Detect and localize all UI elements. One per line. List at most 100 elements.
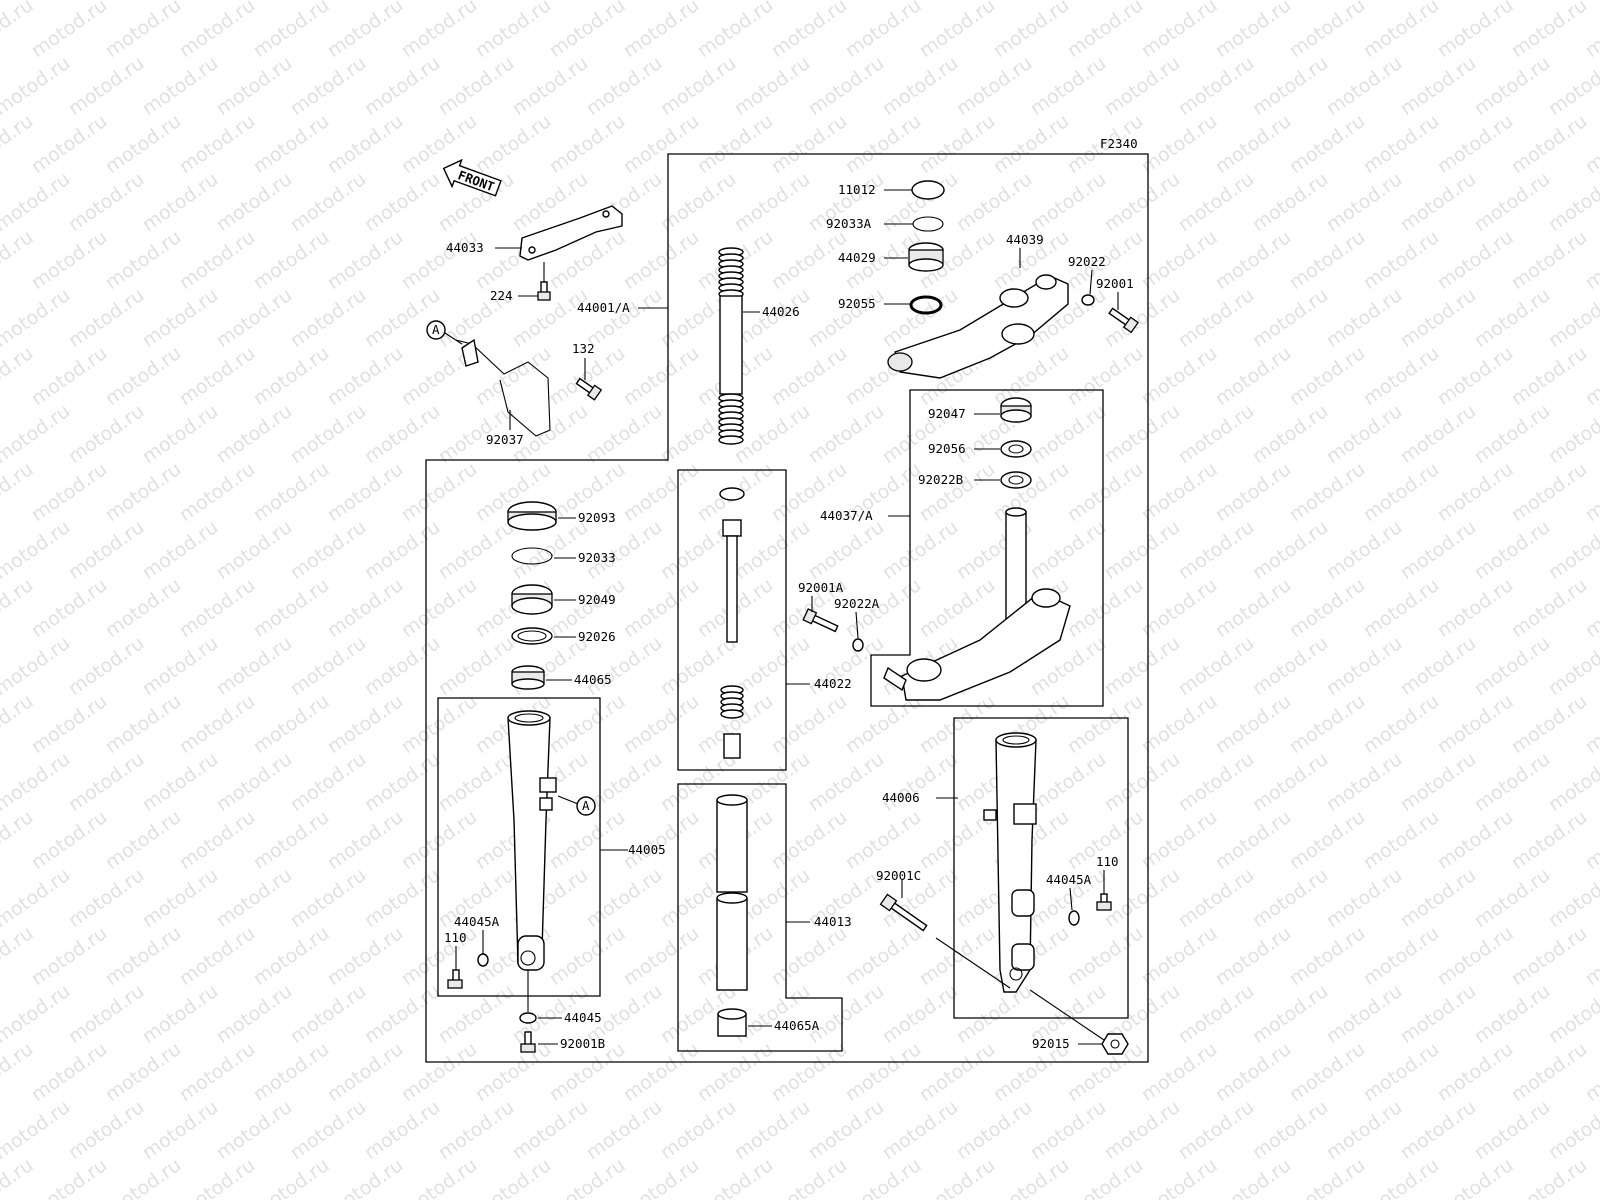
label-44039: 44039 [1006, 232, 1044, 247]
part-92001a-bolt [802, 608, 839, 633]
watermark-text: motod.ru [619, 226, 703, 294]
watermark-text: motod.ru [878, 0, 962, 4]
part-132-bolt [575, 377, 603, 401]
part-44022-damper-rod [719, 487, 745, 759]
part-92026-washer [511, 627, 553, 645]
watermark-text: motod.ru [1248, 52, 1332, 120]
label-110-right: 110 [1096, 854, 1119, 869]
label-92015: 92015 [1032, 1036, 1070, 1051]
watermark-text: motod.ru [1100, 516, 1184, 584]
watermark-text: motod.ru [1248, 284, 1332, 352]
watermark-text: motod.ru [1285, 0, 1369, 62]
watermark-text: motod.ru [1544, 400, 1600, 468]
watermark-text: motod.ru [64, 864, 148, 932]
leader-44045a-right [1069, 887, 1073, 911]
watermark-text: motod.ru [878, 980, 962, 1048]
watermark-text: motod.ru [101, 806, 185, 874]
watermark-text: motod.ru [27, 1038, 111, 1106]
watermark-text: motod.ru [1433, 1154, 1517, 1200]
watermark-text: motod.ru [1470, 864, 1554, 932]
label-92022b: 92022B [918, 472, 963, 487]
watermark-text: motod.ru [101, 226, 185, 294]
watermark-text: motod.ru [1470, 0, 1554, 4]
label-92001c: 92001C [876, 868, 921, 883]
watermark-text: motod.ru [1396, 1096, 1480, 1164]
watermark-text: motod.ru [360, 980, 444, 1048]
label-44045a-right: 44045A [1046, 872, 1092, 887]
watermark-text: motod.ru [1211, 922, 1295, 990]
watermark-text: motod.ru [1026, 1096, 1110, 1164]
watermark-text: motod.ru [286, 980, 370, 1048]
watermark-text: motod.ru [1507, 0, 1591, 62]
watermark-text: motod.ru [286, 400, 370, 468]
watermark-text: motod.ru [212, 284, 296, 352]
watermark-text: motod.ru [730, 516, 814, 584]
watermark-text: motod.ru [1285, 110, 1369, 178]
part-92015-nut [1101, 1033, 1129, 1055]
watermark-text: motod.ru [1470, 168, 1554, 236]
watermark-text: motod.ru [767, 342, 851, 410]
watermark-text: motod.ru [1026, 52, 1110, 120]
watermark-text: motod.ru [508, 1096, 592, 1164]
watermark-text: motod.ru [619, 690, 703, 758]
watermark-text: motod.ru [27, 806, 111, 874]
watermark-text: motod.ru [397, 806, 481, 874]
watermark-text: motod.ru [64, 632, 148, 700]
watermark-text: motod.ru [1174, 632, 1258, 700]
watermark-text: motod.ru [1063, 458, 1147, 526]
watermark-text: motod.ru [1248, 748, 1332, 816]
watermark-text: motod.ru [0, 168, 74, 236]
watermark-text: motod.ru [397, 922, 481, 990]
watermark-text: motod.ru [1026, 400, 1110, 468]
watermark-text: motod.ru [1248, 0, 1332, 4]
watermark-text: motod.ru [397, 574, 481, 642]
watermark-text: motod.ru [1100, 632, 1184, 700]
watermark-text: motod.ru [1433, 574, 1517, 642]
watermark-text: motod.ru [767, 806, 851, 874]
watermark-text: motod.ru [0, 748, 74, 816]
label-92033a: 92033A [826, 216, 872, 231]
label-44001a: 44001/A [577, 300, 630, 315]
watermark-text: motod.ru [582, 52, 666, 120]
watermark-text: motod.ru [212, 632, 296, 700]
watermark-text: motod.ru [1359, 342, 1443, 410]
watermark-text: motod.ru [952, 1096, 1036, 1164]
watermark-text: motod.ru [841, 806, 925, 874]
watermark-text: motod.ru [1396, 748, 1480, 816]
watermark-text: motod.ru [1285, 922, 1369, 990]
label-44037a: 44037/A [820, 508, 873, 523]
watermark-text: motod.ru [323, 110, 407, 178]
label-92056: 92056 [928, 441, 966, 456]
watermark-text: motod.ru [1507, 110, 1591, 178]
watermark-text: motod.ru [1211, 806, 1295, 874]
label-44065a: 44065A [774, 1018, 820, 1033]
watermark-text: motod.ru [249, 690, 333, 758]
watermark-text: motod.ru [1285, 342, 1369, 410]
watermark-text: motod.ru [323, 922, 407, 990]
watermark-text: motod.ru [693, 1038, 777, 1106]
watermark-text: motod.ru [1544, 980, 1600, 1048]
watermark-text: motod.ru [138, 632, 222, 700]
watermark-text: motod.ru [249, 110, 333, 178]
watermark-text: motod.ru [1322, 748, 1406, 816]
watermark-text: motod.ru [212, 400, 296, 468]
watermark-text: motod.ru [1507, 574, 1591, 642]
watermark-text: motod.ru [360, 748, 444, 816]
watermark-text: motod.ru [360, 0, 444, 4]
part-110-right-bolt [1096, 893, 1112, 911]
ref-marker-a-top [426, 320, 446, 340]
watermark-text: motod.ru [619, 1038, 703, 1106]
watermark-text: motod.ru [1470, 52, 1554, 120]
watermark-text: motod.ru [323, 574, 407, 642]
watermark-text: motod.ru [1507, 342, 1591, 410]
watermark-text: motod.ru [397, 226, 481, 294]
part-44006-outer-tube-right [983, 732, 1037, 993]
watermark-text: motod.ru [1285, 226, 1369, 294]
watermark-text: motod.ru [1396, 400, 1480, 468]
watermark-text: motod.ru [1285, 690, 1369, 758]
watermark-text: motod.ru [1470, 516, 1554, 584]
watermark-text: motod.ru [27, 690, 111, 758]
watermark-text: motod.ru [0, 284, 74, 352]
watermark-text: motod.ru [1322, 0, 1406, 4]
watermark-text: motod.ru [619, 922, 703, 990]
